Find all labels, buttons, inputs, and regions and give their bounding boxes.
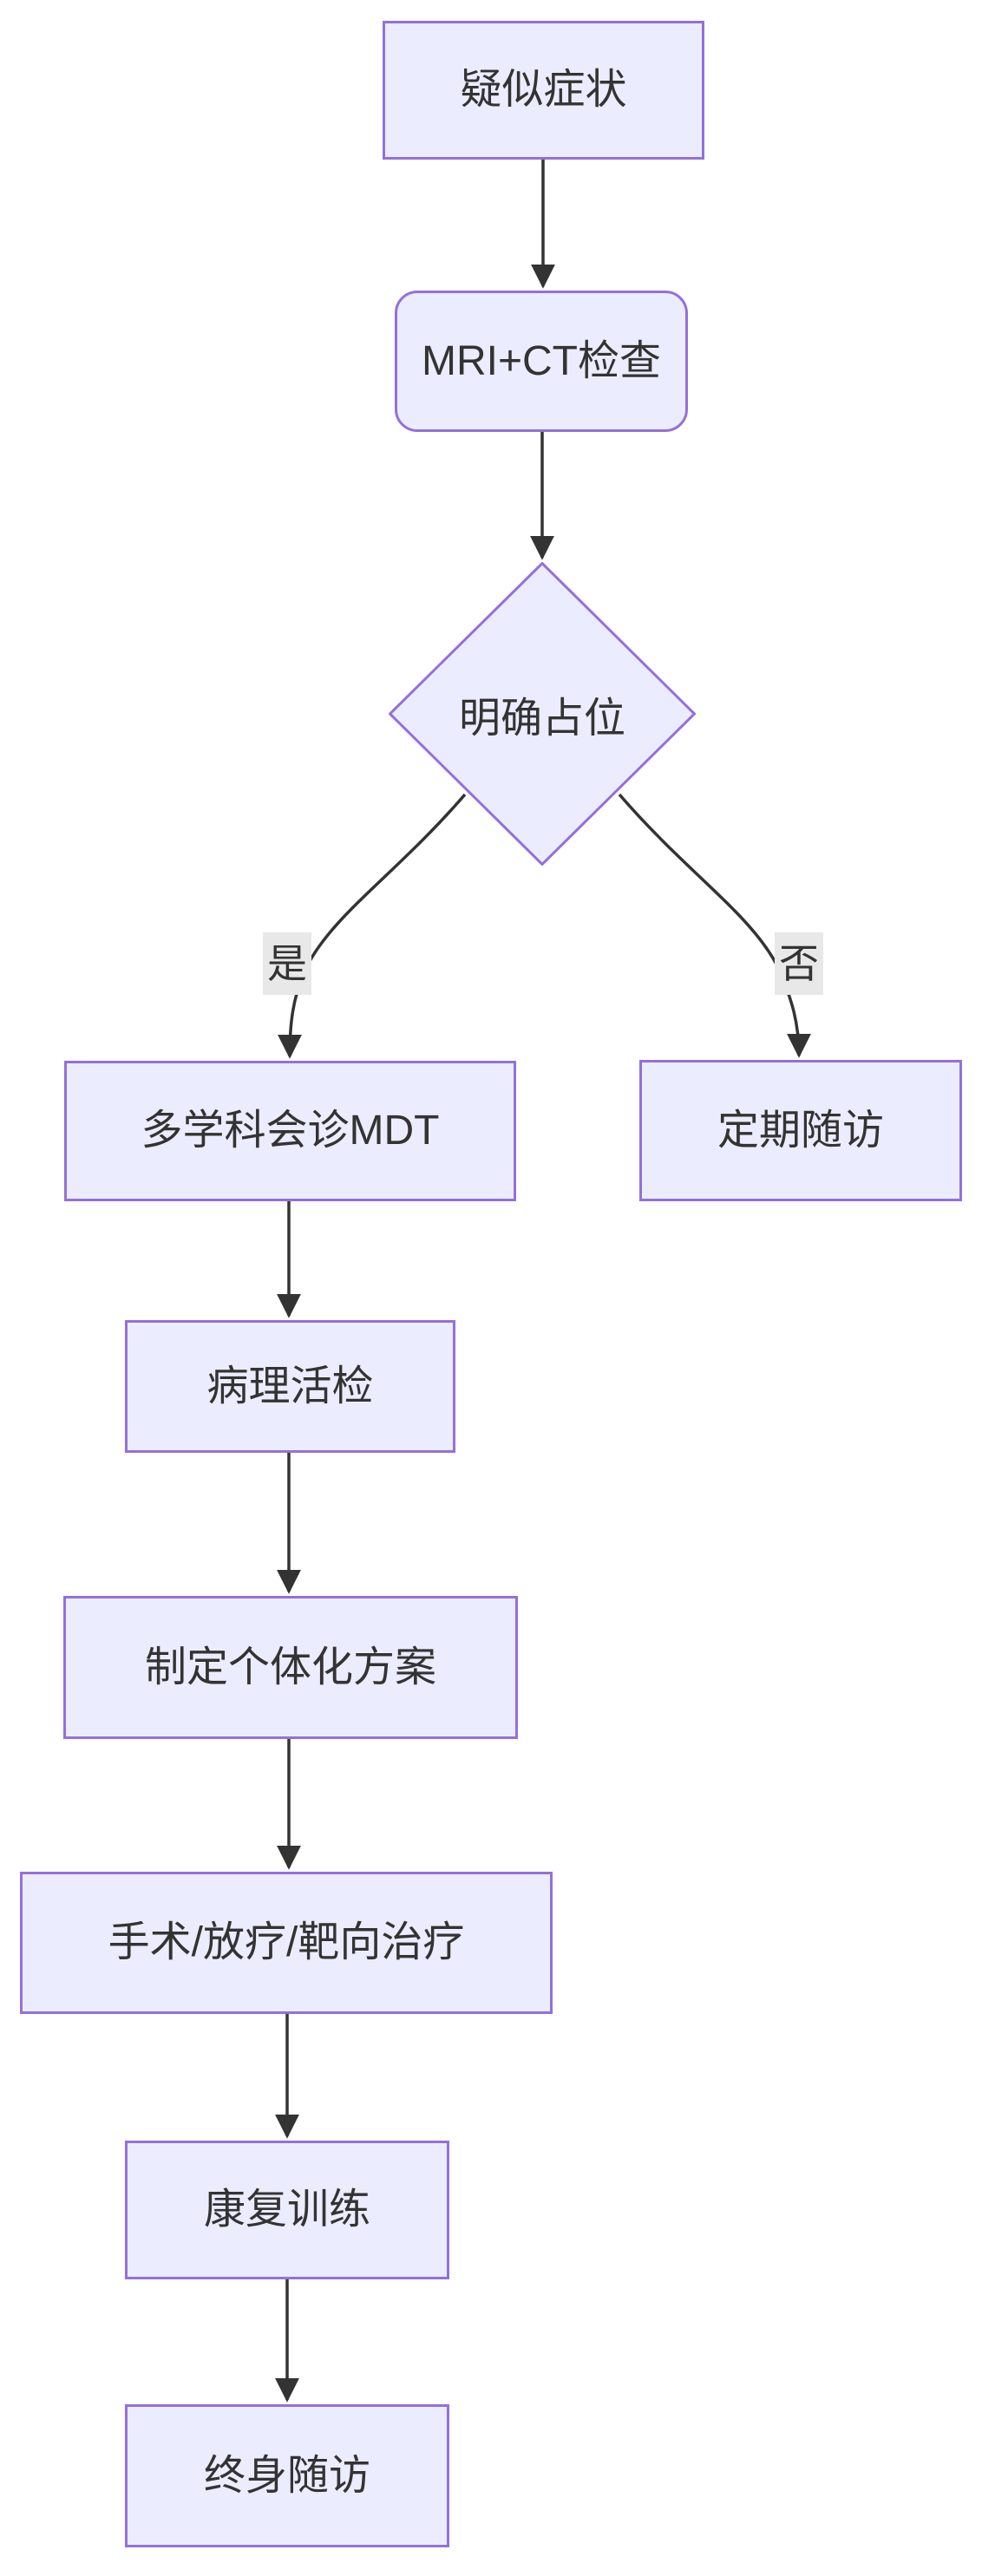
node-individualized-plan: 制定个体化方案 [63,1596,518,1739]
decision-diamond-shape [389,562,696,866]
edge-decision-no-to-regular-followup [618,793,811,1058]
node-mdt-consultation: 多学科会诊MDT [64,1061,516,1201]
node-surgery-radio-targeted-therapy-label: 手术/放疗/靶向治疗 [108,1919,465,1966]
edge-label-yes: 是 [263,932,311,995]
node-regular-followup: 定期随访 [639,1060,962,1201]
node-mri-ct-exam: MRI+CT检查 [395,291,688,432]
node-mri-ct-exam-label: MRI+CT检查 [421,337,661,384]
node-regular-followup-label: 定期随访 [717,1107,884,1154]
node-decision-occupying-lesion: 明确占位 [389,562,696,866]
node-rehabilitation-training: 康复训练 [125,2141,449,2279]
node-pathology-biopsy-label: 病理活检 [206,1363,374,1409]
node-rehabilitation-training-label: 康复训练 [203,2187,370,2233]
node-suspected-symptoms: 疑似症状 [383,21,704,160]
node-suspected-symptoms-label: 疑似症状 [460,67,627,114]
node-lifelong-followup-label: 终身随访 [203,2452,370,2499]
node-mdt-consultation-label: 多学科会诊MDT [141,1108,440,1154]
node-lifelong-followup: 终身随访 [125,2404,449,2547]
node-pathology-biopsy: 病理活检 [125,1320,455,1453]
node-surgery-radio-targeted-therapy: 手术/放疗/靶向治疗 [20,1872,553,2014]
node-decision-occupying-lesion-label: 明确占位 [458,696,625,742]
node-individualized-plan-label: 制定个体化方案 [144,1644,436,1690]
edge-label-no: 否 [775,932,823,995]
edge-decision-yes-to-mdt [278,793,467,1059]
